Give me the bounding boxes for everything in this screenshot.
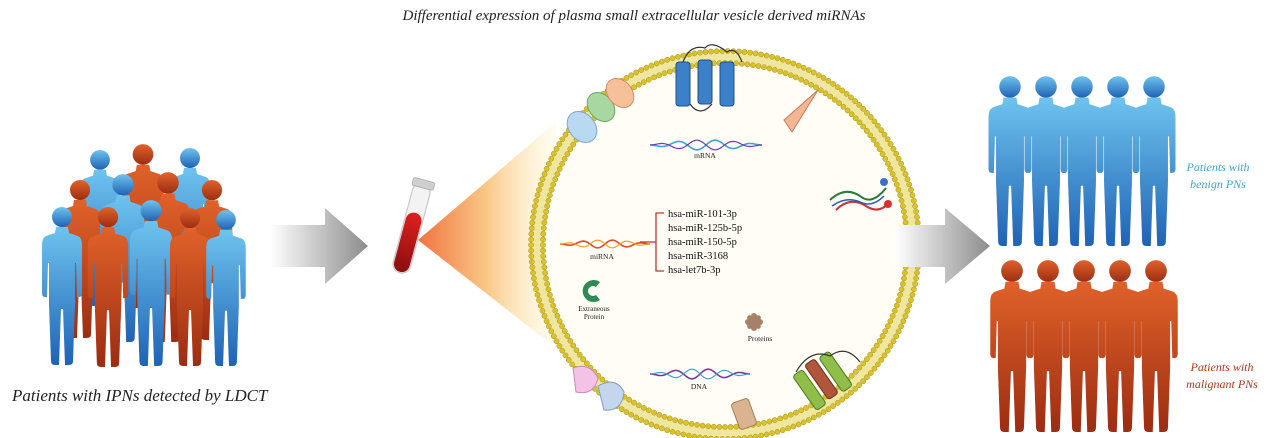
membrane-receptor-bottomleft [572,365,625,411]
mrna-label: mRNA [694,151,716,160]
mirna-label: miRNA [590,252,614,261]
dna-label: DNA [691,382,708,391]
extracellular-vesicle: mRNA miRNA hsa-miR-101-3p hsa-miR-125b-5p… [528,44,922,438]
extraneous-protein-label-line1: Extraneous [578,305,610,313]
mirna-list-item: hsa-miR-101-3p [668,209,737,220]
membrane-protein-bottom [731,398,757,430]
mirna-list-item: hsa-miR-3168 [668,251,728,262]
ipn-patient-group [42,144,246,367]
transmembrane-protein-bottomright [793,350,861,410]
flow-arrow-left [270,208,368,284]
mirna-bracket [640,212,664,272]
membrane-channel-topright [783,89,819,133]
surface-rna-strands [829,178,892,211]
malignant-label-line2: malignant PNs [1186,377,1258,391]
blood-tube-icon [392,122,556,348]
left-caption: Patients with IPNs detected by LDCT [11,386,269,405]
proteins-label: Proteins [748,334,773,343]
extraneous-protein-icon [582,280,600,302]
mirna-list-item: hsa-let7b-3p [668,265,721,276]
benign-patient-group [988,76,1176,246]
membrane-receptor-left [566,78,635,143]
mrna-helix [650,139,762,151]
zoom-cone [418,122,556,348]
mirna-list-item: hsa-miR-150-5p [668,237,737,248]
malignant-patient-group [990,260,1178,432]
mirna-list-item: hsa-miR-125b-5p [668,223,742,234]
flow-arrow-right [895,208,990,284]
transmembrane-protein-top [675,44,743,112]
mirna-list: hsa-miR-101-3p hsa-miR-125b-5p hsa-miR-150… [668,209,742,276]
dna-helix [650,368,750,380]
vesicle-lumen [537,57,913,433]
mirna-helix [560,239,650,249]
protein-icon [745,313,763,331]
extraneous-protein-label-line2: Protein [584,313,605,321]
malignant-label-line1: Patients with [1190,360,1254,374]
benign-label-line1: Patients with [1186,160,1250,174]
figure-title: Differential expression of plasma small … [402,8,866,24]
benign-label-line2: benign PNs [1190,177,1246,191]
